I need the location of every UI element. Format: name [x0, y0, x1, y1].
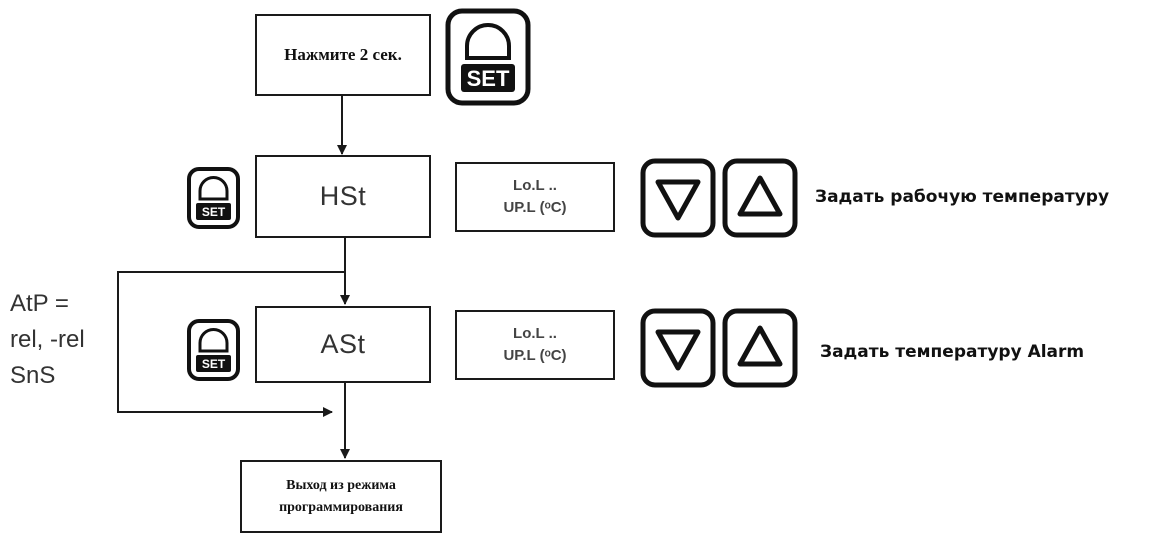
set-key-label: SET [467, 66, 510, 91]
exit-box: Выход из режима программирования [240, 460, 442, 533]
start-box-text: Нажмите 2 сек. [284, 45, 402, 64]
hst-range-line1: Lo.L .. [513, 177, 557, 194]
up-button-hst-row[interactable] [722, 158, 798, 238]
exit-box-line1: Выход из режима [286, 477, 396, 493]
atp-note-line2: rel, -rel [10, 326, 85, 353]
ast-range-box: Lo.L .. UP.L (ᵒC) [455, 310, 615, 380]
hst-range-line2: UP.L (ᵒC) [503, 199, 567, 216]
ast-parameter-label: ASt [320, 329, 366, 359]
ast-range-line2: UP.L (ᵒC) [503, 347, 567, 364]
set-key-label: SET [202, 205, 226, 219]
atp-note-line1: AtP = [10, 290, 69, 317]
ast-description: Задать температуру Alarm [820, 342, 1085, 362]
set-button-ast-row[interactable]: SET [186, 318, 241, 382]
set-key-label: SET [202, 357, 226, 371]
hst-parameter-box: HSt [255, 155, 431, 238]
set-button-large[interactable]: SET [445, 8, 531, 106]
exit-box-line2: программирования [279, 499, 403, 515]
hst-description: Задать рабочую температуру [815, 187, 1110, 207]
set-key-arc-icon [198, 176, 229, 201]
triangle-down-icon [655, 179, 701, 221]
triangle-up-icon [737, 175, 783, 217]
set-key-arc-icon [198, 328, 229, 353]
hst-parameter-label: HSt [319, 181, 367, 211]
set-button-hst-row[interactable]: SET [186, 166, 241, 230]
down-button-ast-row[interactable] [640, 308, 716, 388]
ast-range-line1: Lo.L .. [513, 325, 557, 342]
start-box: Нажмите 2 сек. [255, 14, 431, 96]
triangle-up-icon [737, 325, 783, 367]
up-button-ast-row[interactable] [722, 308, 798, 388]
hst-range-box: Lo.L .. UP.L (ᵒC) [455, 162, 615, 232]
ast-parameter-box: ASt [255, 306, 431, 383]
bypass-loop-line [117, 271, 345, 417]
triangle-down-icon [655, 329, 701, 371]
down-button-hst-row[interactable] [640, 158, 716, 238]
atp-note-line3: SnS [10, 362, 56, 389]
set-key-arc-icon [465, 23, 511, 60]
